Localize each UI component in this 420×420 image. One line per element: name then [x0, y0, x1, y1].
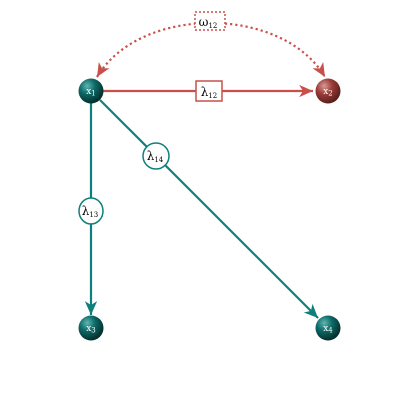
- edge-lambda13-label-circle: [78, 197, 104, 225]
- node-x4: x4: [315, 315, 341, 341]
- edge-lambda12-label-sub: 12: [208, 92, 217, 100]
- node-x2-label-base: x: [323, 87, 328, 97]
- edge-lambda14: λ14: [99, 99, 319, 319]
- node-x2-label: x2: [323, 87, 333, 98]
- node-x3-label-base: x: [86, 324, 91, 334]
- node-x4-label-base: x: [323, 324, 328, 334]
- node-x2: x2: [315, 78, 341, 104]
- edge-lambda13: λ13: [78, 103, 104, 315]
- node-x3-circle: [78, 315, 104, 341]
- node-x3-label-sub: 3: [91, 327, 95, 335]
- node-x1-circle: [78, 78, 104, 104]
- edge-lambda14-label-circle: [142, 142, 170, 170]
- edge-lambda14-label: λ14: [147, 149, 164, 164]
- node-x1: x1: [78, 78, 104, 104]
- edge-omega12-label-sub: 12: [208, 22, 217, 30]
- edge-omega12-curve: [96, 21, 326, 78]
- node-x2-label-sub: 2: [328, 90, 332, 98]
- edge-lambda12-label: λ12: [201, 85, 218, 100]
- node-x1-label-sub: 1: [91, 90, 95, 98]
- node-x1-label: x1: [86, 87, 96, 98]
- edge-lambda13-label-sub: 13: [89, 211, 98, 219]
- edge-lambda13-label: λ13: [82, 204, 99, 219]
- edge-omega12-label-base: ω: [199, 15, 209, 29]
- edge-lambda12: λ12: [103, 80, 313, 102]
- node-x4-label-sub: 4: [328, 327, 333, 335]
- edge-omega12-label: ω12: [199, 15, 218, 30]
- edge-lambda14-label-base: λ: [147, 149, 155, 163]
- node-x4-label: x4: [323, 324, 333, 335]
- node-x3: x3: [78, 315, 104, 341]
- edge-omega12: ω12: [96, 11, 326, 78]
- edge-lambda12-label-base: λ: [201, 85, 209, 99]
- edge-lambda14-line: [99, 99, 319, 319]
- edge-lambda14-label-sub: 14: [154, 156, 163, 164]
- edge-lambda13-label-base: λ: [82, 204, 90, 218]
- node-x2-circle: [315, 78, 341, 104]
- node-x3-label: x3: [86, 324, 96, 335]
- node-x4-circle: [315, 315, 341, 341]
- edge-omega12-label-box: [194, 11, 226, 31]
- node-x1-label-base: x: [86, 87, 91, 97]
- edge-lambda12-label-box: [195, 80, 223, 102]
